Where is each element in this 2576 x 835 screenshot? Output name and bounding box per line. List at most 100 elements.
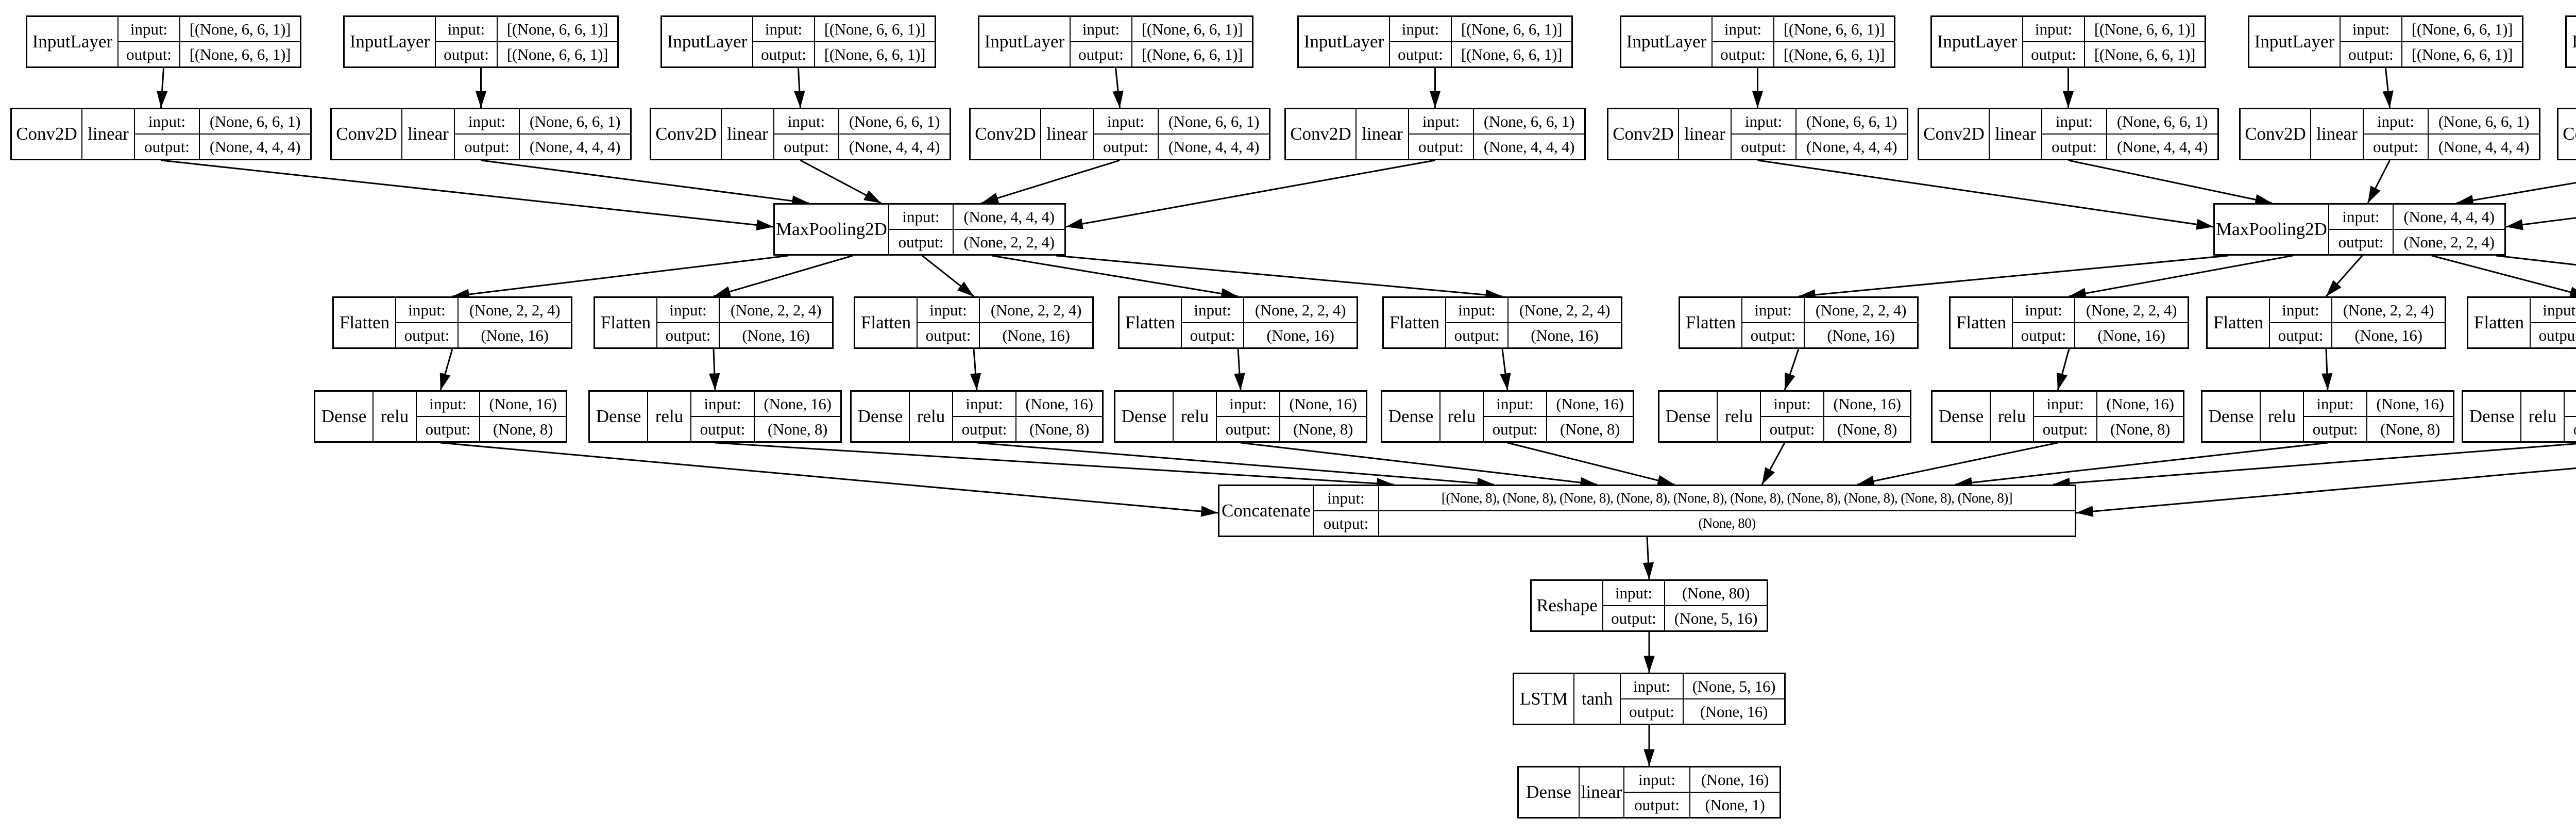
io-shape-table: input:[(None, 6, 6, 1)]output:[(None, 6,… [1713, 17, 1894, 66]
io-shape-table: input:[(None, 6, 6, 1)]output:[(None, 6,… [2341, 17, 2522, 66]
output-shape-value: (None, 4, 4, 4) [529, 137, 621, 156]
io-shape-table: input:(None, 16)output:(None, 8) [1761, 392, 1910, 441]
edge-arrow-conv9-to-pool_right [2456, 181, 2576, 206]
layer-type-label: Conv2D [2241, 109, 2311, 159]
input-shape-value: (None, 16) [1556, 394, 1624, 413]
layer-type-label: InputLayer [979, 17, 1071, 66]
output-shape-value: (None, 8) [1293, 420, 1353, 438]
activation-label: linear [722, 109, 774, 159]
input-row: input:(None, 16) [1217, 392, 1366, 417]
layer-type-label: InputLayer [345, 17, 436, 66]
output-shape-value: [(None, 6, 6, 1)] [506, 45, 608, 63]
input-shape-value: (None, 16) [1701, 770, 1769, 789]
output-label: output: [436, 42, 498, 66]
io-shape-table: input:(None, 16)output:(None, 8) [691, 392, 840, 441]
edge-arrow-flatten1-to-dense1 [439, 348, 453, 391]
input-label: input: [1624, 767, 1690, 792]
layer-type-label: InputLayer [2249, 17, 2341, 66]
output-row: output:(None, 8) [1761, 417, 1910, 441]
layer-type-label: Conv2D [971, 109, 1041, 159]
edge-arrow-pool_left-to-flatten3 [922, 255, 974, 297]
input-row: input:(None, 16) [2304, 392, 2453, 417]
edge-arrow-pool_right-to-flatten6 [1798, 255, 2229, 300]
io-shape-table: input:(None, 6, 6, 1)output:(None, 4, 4,… [2364, 109, 2539, 159]
layer-type-label: Conv2D [651, 109, 722, 159]
layer-type-label: Flatten [1680, 298, 1742, 347]
input-row: input:(None, 6, 6, 1) [455, 109, 630, 135]
input-row: input:(None, 2, 2, 4) [657, 298, 832, 323]
input-label: input: [1390, 17, 1452, 41]
output-shape-value: (None, 8) [1837, 420, 1897, 438]
output-label: output: [1713, 42, 1774, 66]
output-shape-value: (None, 16) [2097, 326, 2165, 344]
input-shape-value: (None, 6, 6, 1) [1806, 112, 1897, 130]
input-row: input:(None, 16) [2034, 392, 2183, 417]
input-label: input: [2364, 109, 2429, 133]
edge-arrow-dense6-to-concat [1761, 442, 1786, 485]
io-shape-table: input:(None, 2, 2, 4)output:(None, 16) [1446, 298, 1621, 347]
input-row: input:(None, 2, 2, 4) [1742, 298, 1917, 323]
output-row: output:(None, 8) [2034, 417, 2183, 441]
input-label: input: [1217, 392, 1280, 416]
input-row: input:(None, 6, 6, 1) [2364, 109, 2539, 135]
input-shape-value: (None, 6, 6, 1) [1168, 112, 1260, 130]
output-row: output:(None, 16) [2531, 323, 2576, 347]
activation-label: tanh [1574, 674, 1621, 724]
io-shape-table: input:[(None, 6, 6, 1)]output:[(None, 6,… [436, 17, 617, 66]
input-label: input: [2042, 109, 2107, 133]
input-label: input: [135, 109, 200, 133]
input-label: input: [2531, 298, 2576, 322]
io-shape-table: input:(None, 6, 6, 1)output:(None, 4, 4,… [455, 109, 630, 159]
output-label: output: [417, 417, 480, 441]
output-label: output: [774, 135, 839, 159]
input-label: input: [1713, 17, 1774, 41]
io-shape-table: input:(None, 2, 2, 4)output:(None, 16) [2013, 298, 2188, 347]
output-row: output:(None, 8) [417, 417, 566, 441]
output-label: output: [2341, 42, 2402, 66]
output-shape-value: (None, 80) [1698, 515, 1756, 531]
io-shape-table: input:(None, 2, 2, 4)output:(None, 16) [1182, 298, 1357, 347]
edge-arrow-conv5-to-pool_left [1065, 159, 1435, 229]
io-shape-table: input:(None, 4, 4, 4)output:(None, 2, 2,… [2329, 205, 2504, 254]
io-shape-table: input:(None, 4, 4, 4)output:(None, 2, 2,… [889, 205, 1064, 254]
input-row: input:[(None, 6, 6, 1)] [753, 17, 935, 42]
output-shape-value: [(None, 6, 6, 1)] [1141, 45, 1243, 63]
output-row: output:(None, 4, 4, 4) [1409, 135, 1584, 159]
input-row: input:(None, 16) [953, 392, 1102, 417]
input-shape-value: (None, 16) [2106, 394, 2174, 413]
activation-label: relu [648, 392, 691, 441]
output-shape-value: [(None, 6, 6, 1)] [2094, 45, 2196, 63]
input-label: input: [774, 109, 839, 133]
input-row: input: (None, 6, 6, 1) [2042, 109, 2217, 135]
input-shape-value: (None, 5, 16) [1692, 677, 1776, 695]
input-shape-value: (None, 6, 6, 1) [2116, 112, 2208, 130]
activation-label: linear [1041, 109, 1094, 159]
edge-arrow-input8-to-conv8 [2382, 68, 2394, 108]
edge-arrow-dense2-to-concat [715, 442, 1394, 489]
output-shape-value: (None, 4, 4, 4) [1806, 137, 1897, 156]
io-shape-table: input:(None, 2, 2, 4)output:(None, 16) [396, 298, 571, 347]
input-shape-value: (None, 2, 2, 4) [730, 300, 822, 319]
io-shape-table: input:(None, 6, 6, 1)output:(None, 4, 4,… [135, 109, 310, 159]
output-row: output:(None, 4, 4, 4) [2364, 135, 2539, 159]
input-shape-value: (None, 6, 6, 1) [209, 112, 301, 130]
edge-arrow-dense5-to-concat [1507, 442, 1675, 486]
output-shape-value: (None, 16) [742, 326, 810, 344]
output-label: output: [2364, 135, 2429, 159]
input-label: input: [118, 17, 180, 41]
output-shape-value: (None, 16) [1827, 326, 1895, 344]
input-row: input: (None, 6, 6, 1) [135, 109, 310, 135]
input-label: input: [1071, 17, 1132, 41]
activation-label: linear [1580, 767, 1624, 817]
